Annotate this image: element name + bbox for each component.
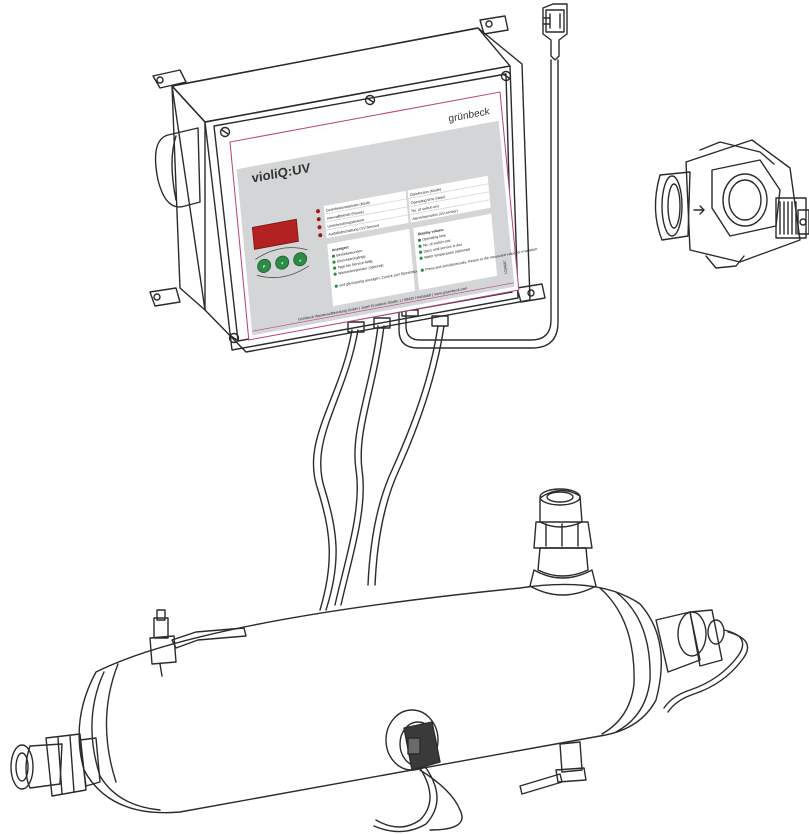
status-led — [316, 217, 321, 222]
info-box-en-item: Days until service is due — [423, 243, 462, 254]
power-cable — [398, 59, 559, 349]
status-led — [315, 209, 320, 214]
sampling-valve — [149, 609, 247, 677]
front-panel: grünbeck violiQ:UV P ▼ ▲ — [229, 91, 538, 341]
power-plug — [542, 3, 568, 61]
status-label-en: Operating time (days) — [411, 195, 446, 205]
status-label-de: Unterbrechungsbetrieb — [327, 218, 364, 229]
uv-sensor-connector — [373, 709, 463, 833]
led-display — [251, 218, 299, 250]
doc-number: 1234567 — [503, 260, 508, 275]
info-box-de-item: Betriebsstunden — [336, 249, 362, 258]
drain-valve — [519, 741, 587, 795]
status-led — [317, 225, 322, 230]
flow-sensor-valve — [654, 139, 809, 269]
status-led — [318, 233, 323, 238]
uv-reactor-tank — [10, 488, 749, 833]
control-box — [149, 15, 546, 353]
info-box-de-item: Tage bis Service-fällig — [337, 259, 372, 269]
status-label-de: Intervallbetrieb (Pause) — [327, 210, 364, 221]
button-p-label: P — [263, 265, 266, 270]
button-up[interactable]: ▲ — [293, 252, 308, 267]
info-box-de-item: Einschalvorgänge — [337, 254, 366, 263]
button-up-label: ▲ — [298, 258, 302, 263]
connection-cables — [312, 325, 445, 611]
info-box-en-title: Display values: — [418, 228, 445, 237]
info-box-en-item: Operating time — [422, 233, 446, 241]
status-label-en: No. of switch-ons — [411, 204, 439, 213]
info-box-en: Display values: Operating time No. of sw… — [413, 213, 538, 291]
info-box-en-item: No. of switch-ons — [423, 239, 451, 248]
button-p[interactable]: P — [257, 258, 272, 273]
button-down-label: ▼ — [280, 261, 284, 266]
connector-pins — [779, 201, 797, 235]
button-down[interactable]: ▼ — [275, 255, 290, 270]
info-box-de-title: Anzeigen: — [332, 245, 350, 252]
status-label-en: Disinfection (Mode) — [410, 187, 441, 197]
